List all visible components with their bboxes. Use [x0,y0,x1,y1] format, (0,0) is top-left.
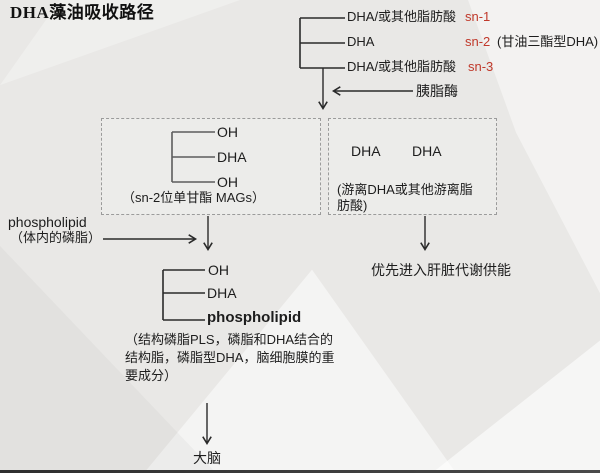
sn2-label: sn-2 [465,34,491,49]
triglyceride-chain-2: DHA [347,34,375,49]
mag-position-oh-top: OH [217,124,238,140]
structured-position-oh: OH [208,262,229,278]
phospholipid-source-name: phospholipid [8,214,87,230]
sn3-label: sn-3 [468,59,494,74]
triglyceride-type-note: (甘油三酯型DHA) [497,34,599,49]
triglyceride-chain-3: DHA/或其他脂肪酸 [347,59,457,74]
phospholipid-source-note: （体内的磷脂） [10,230,102,245]
free-dha-2: DHA [412,143,442,159]
mag-position-oh-bottom: OH [217,174,238,190]
mag-position-dha: DHA [217,149,247,165]
triglyceride-chain-1: DHA/或其他脂肪酸 [347,9,457,24]
free-dha-1: DHA [351,143,381,159]
enzyme-label: 胰脂酶 [416,83,458,99]
structured-caption-line-2: 结构脂，磷脂型DHA，脑细胞膜的重 [125,350,335,365]
bottom-edge-bar [0,470,600,473]
structured-position-phospholipid: phospholipid [207,309,302,326]
page-title: DHA藻油吸收路径 [10,3,155,22]
free-fa-box [328,118,497,215]
mag-box-caption: （sn-2位单甘酯 MAGs） [122,190,266,205]
structured-caption-line-3: 要成分） [125,368,178,383]
brain-label: 大脑 [193,450,221,466]
structured-caption-line-1: （结构磷脂PLS，磷脂和DHA结合的 [125,332,334,347]
free-fa-caption-line-1: (游离DHA或其他游离脂 [337,182,473,197]
liver-label: 优先进入肝脏代谢供能 [371,262,511,278]
mag-box [101,118,321,215]
structured-position-dha: DHA [207,285,237,301]
sn1-label: sn-1 [465,9,491,24]
free-fa-caption-line-2: 肪酸) [337,198,368,213]
